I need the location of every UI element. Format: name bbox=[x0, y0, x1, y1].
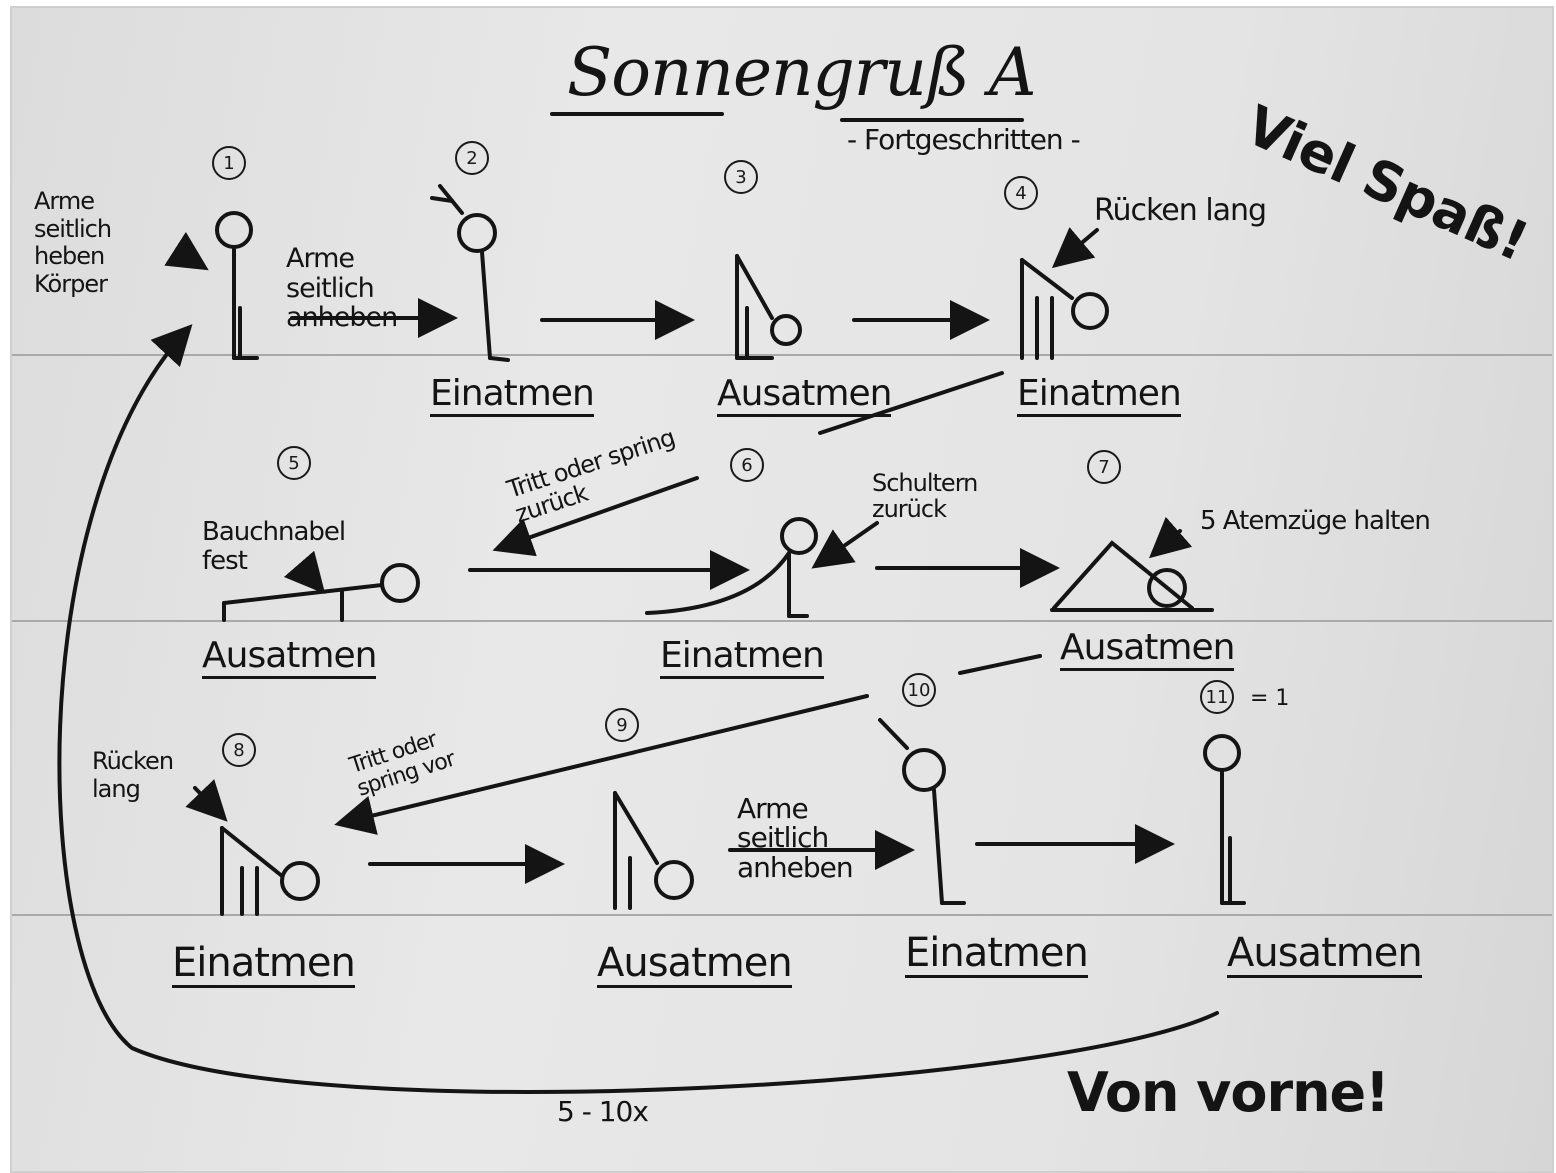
ruled-line bbox=[12, 354, 1552, 356]
connector-step4-to-5 bbox=[818, 371, 1004, 435]
figure-standing bbox=[215, 211, 259, 360]
arrow-step5-to-6-jump bbox=[492, 476, 699, 557]
pointer-arrow bbox=[811, 521, 879, 569]
connector-step7-to-8 bbox=[958, 654, 1042, 675]
page-title: Sonnengruß A bbox=[567, 34, 1037, 111]
pointer-arrow bbox=[1051, 227, 1099, 269]
figure-arms-up bbox=[878, 718, 966, 905]
loop-arrow-restart bbox=[57, 324, 1219, 1094]
figure-forward-fold bbox=[613, 791, 694, 910]
figure-downward-dog bbox=[1050, 540, 1214, 612]
ruled-line bbox=[12, 620, 1552, 622]
drawing-layer bbox=[57, 112, 1246, 1094]
breath-label: Ausatmen bbox=[1227, 930, 1423, 978]
step-number: 7 bbox=[1087, 450, 1121, 484]
ruled-line bbox=[12, 914, 1552, 916]
step-equals-note: = 1 bbox=[1250, 686, 1290, 711]
page-subtitle: - Fortgeschritten - bbox=[847, 123, 1081, 156]
repeat-count: 5 - 10x bbox=[557, 1095, 649, 1128]
step-number: 6 bbox=[730, 448, 764, 482]
pointer-arrow bbox=[1148, 516, 1193, 559]
figure-standing bbox=[1203, 734, 1246, 905]
paper-sheet: Sonnengruß A - Fortgeschritten - Viel Sp… bbox=[10, 6, 1554, 1173]
arrow-step8-to-9-jump bbox=[334, 694, 869, 835]
step-number: 9 bbox=[605, 708, 639, 742]
step-number: 3 bbox=[724, 160, 758, 194]
step-note: Rücken lang bbox=[1094, 193, 1267, 228]
pointer-arrow bbox=[283, 550, 326, 595]
breath-label: Einatmen bbox=[1017, 376, 1182, 417]
breath-label: Ausatmen bbox=[717, 376, 892, 417]
step-number: 10 bbox=[902, 673, 936, 707]
step-note: Rücken lang bbox=[92, 747, 174, 803]
step-number: 11 bbox=[1200, 680, 1234, 714]
step-number: 2 bbox=[455, 141, 489, 175]
step-number: 4 bbox=[1004, 176, 1038, 210]
breath-label: Einatmen bbox=[172, 940, 356, 988]
step-note: Schultern zurück bbox=[872, 469, 978, 524]
breath-label: Ausatmen bbox=[1060, 630, 1235, 671]
step-number: 5 bbox=[277, 446, 311, 480]
step-note: 5 Atemzüge halten bbox=[1200, 506, 1431, 536]
breath-label: Einatmen bbox=[905, 930, 1089, 978]
step-note: Arme seitlich anheben bbox=[737, 792, 854, 884]
breath-label: Ausatmen bbox=[202, 638, 377, 679]
step-note: Bauchnabel fest bbox=[202, 517, 346, 576]
breath-label: Einatmen bbox=[660, 638, 825, 679]
breath-label: Einatmen bbox=[430, 376, 595, 417]
figure-arms-up bbox=[430, 184, 510, 362]
figure-forward-fold bbox=[735, 254, 802, 360]
step-number: 1 bbox=[212, 146, 246, 180]
figure-half-lift bbox=[220, 826, 320, 916]
step-note: Arme seitlich heben Körper bbox=[34, 187, 112, 298]
figure-half-lift bbox=[1020, 258, 1109, 360]
pointer-arrow bbox=[185, 779, 228, 822]
step-note: Arme seitlich anheben bbox=[286, 243, 398, 334]
repeat-note: Von vorne! bbox=[1067, 1061, 1390, 1124]
breath-label: Ausatmen bbox=[597, 940, 793, 988]
step-number: 8 bbox=[222, 733, 256, 767]
pointer-arrow bbox=[164, 231, 209, 271]
figure-upward-dog bbox=[645, 517, 818, 618]
